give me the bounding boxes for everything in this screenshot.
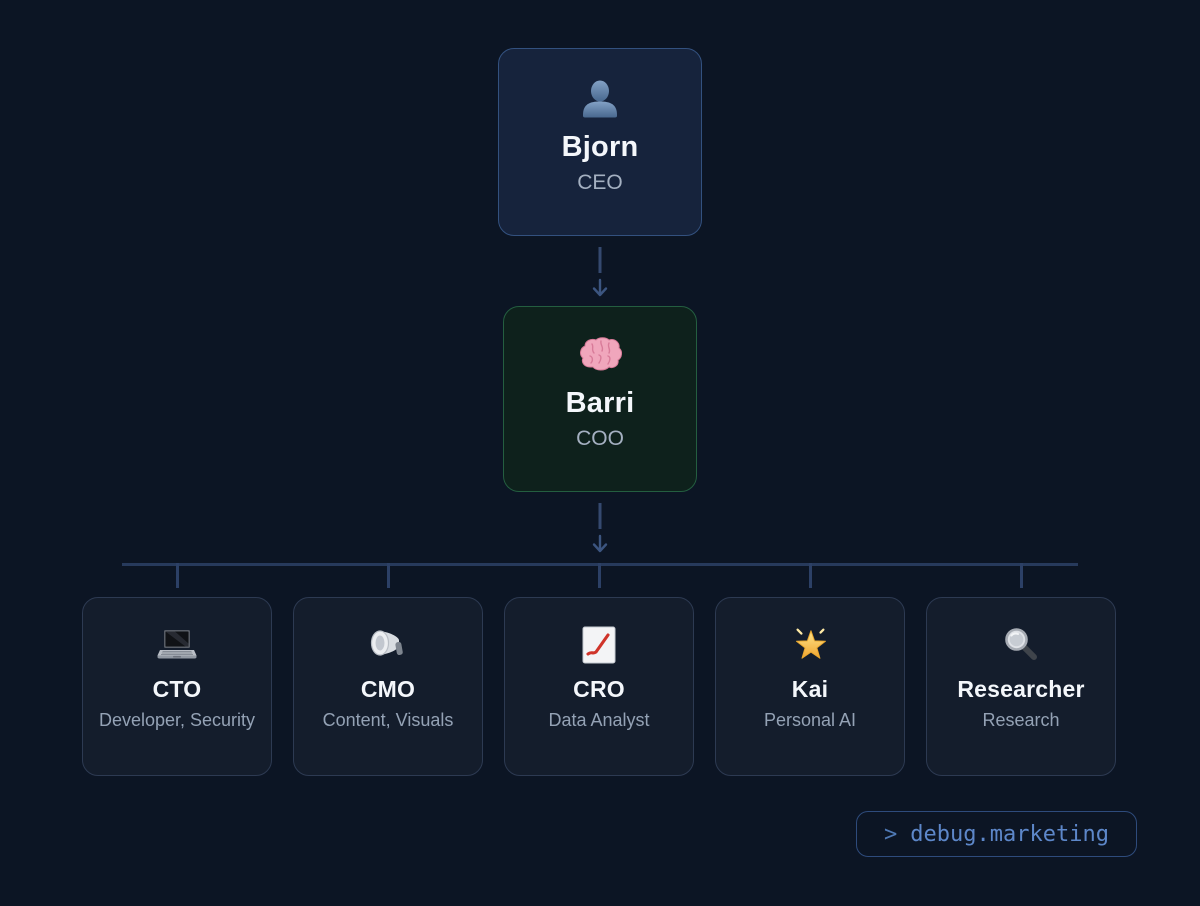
card-role: Personal AI [763,710,857,730]
card-name: Barri [565,387,635,419]
person-bust-icon [577,75,623,123]
glowing-star-icon [789,623,831,667]
card-name: Researcher [957,676,1085,702]
connector-stub [598,563,601,588]
connector-arrow-ceo-coo [592,247,608,297]
card-name: Bjorn [561,131,639,163]
connector-arrow-coo-reports [592,503,608,553]
card-role: Data Analyst [548,710,650,730]
megaphone-icon [367,623,409,667]
card-role: Content, Visuals [322,710,454,730]
card-name: CTO [152,676,202,702]
org-card-cro[interactable]: CRO Data Analyst [504,597,694,776]
org-card-researcher[interactable]: Researcher Research [926,597,1116,776]
card-name: CRO [573,676,625,702]
org-card-cto[interactable]: CTO Developer, Security [82,597,272,776]
debug-button-label: debug.marketing [910,821,1109,847]
connector-stub [387,563,390,588]
card-role: Research [982,710,1060,730]
chart-increasing-icon [580,623,618,667]
org-card-cmo[interactable]: CMO Content, Visuals [293,597,483,776]
connector-stub [809,563,812,588]
card-role: CEO [577,171,623,194]
magnifying-glass-icon [1001,623,1041,667]
card-role: Developer, Security [98,710,256,730]
laptop-icon [156,623,198,667]
connector-stub [176,563,179,588]
org-card-ceo[interactable]: Bjorn CEO [498,48,702,236]
org-card-kai[interactable]: Kai Personal AI [715,597,905,776]
brain-icon [578,331,622,379]
debug-marketing-button[interactable]: > debug.marketing [856,811,1137,857]
card-name: Kai [791,676,829,702]
org-card-coo[interactable]: Barri COO [503,306,697,492]
connector-stub [1020,563,1023,588]
card-name: CMO [360,676,416,702]
terminal-prompt-icon: > [884,821,898,847]
card-role: COO [576,427,624,450]
